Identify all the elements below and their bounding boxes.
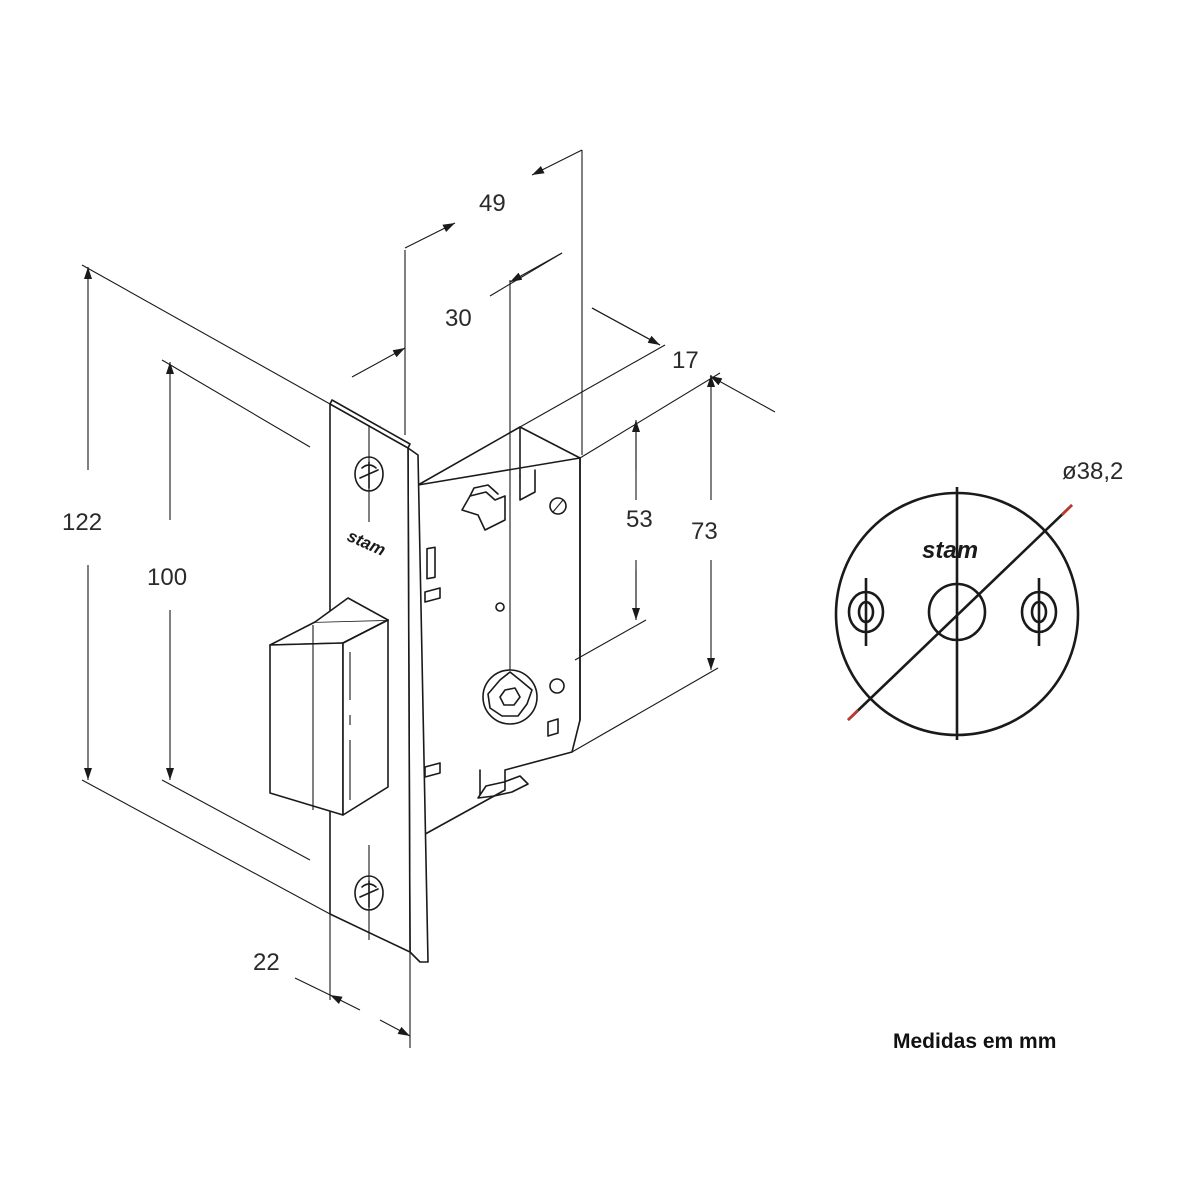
rosette-front-view: stam — [834, 487, 1080, 740]
dim-49: 49 — [479, 190, 506, 217]
dim-122: 122 — [62, 509, 102, 536]
right-screw-hole — [1020, 578, 1058, 646]
latch-bolt — [269, 597, 389, 816]
dimension-lines — [81, 149, 776, 1048]
rosette-brand-label: stam — [922, 537, 978, 564]
dim-100: 100 — [147, 564, 187, 591]
dim-73: 73 — [691, 518, 718, 545]
units-note: Medidas em mm — [893, 1030, 1057, 1053]
dim-30: 30 — [445, 305, 472, 332]
dim-22: 22 — [253, 949, 280, 976]
left-screw-hole — [847, 578, 885, 646]
dim-17: 17 — [672, 347, 699, 374]
lock-case — [417, 426, 581, 839]
dim-diameter: ø38,2 — [1062, 458, 1123, 485]
dim-53: 53 — [626, 506, 653, 533]
